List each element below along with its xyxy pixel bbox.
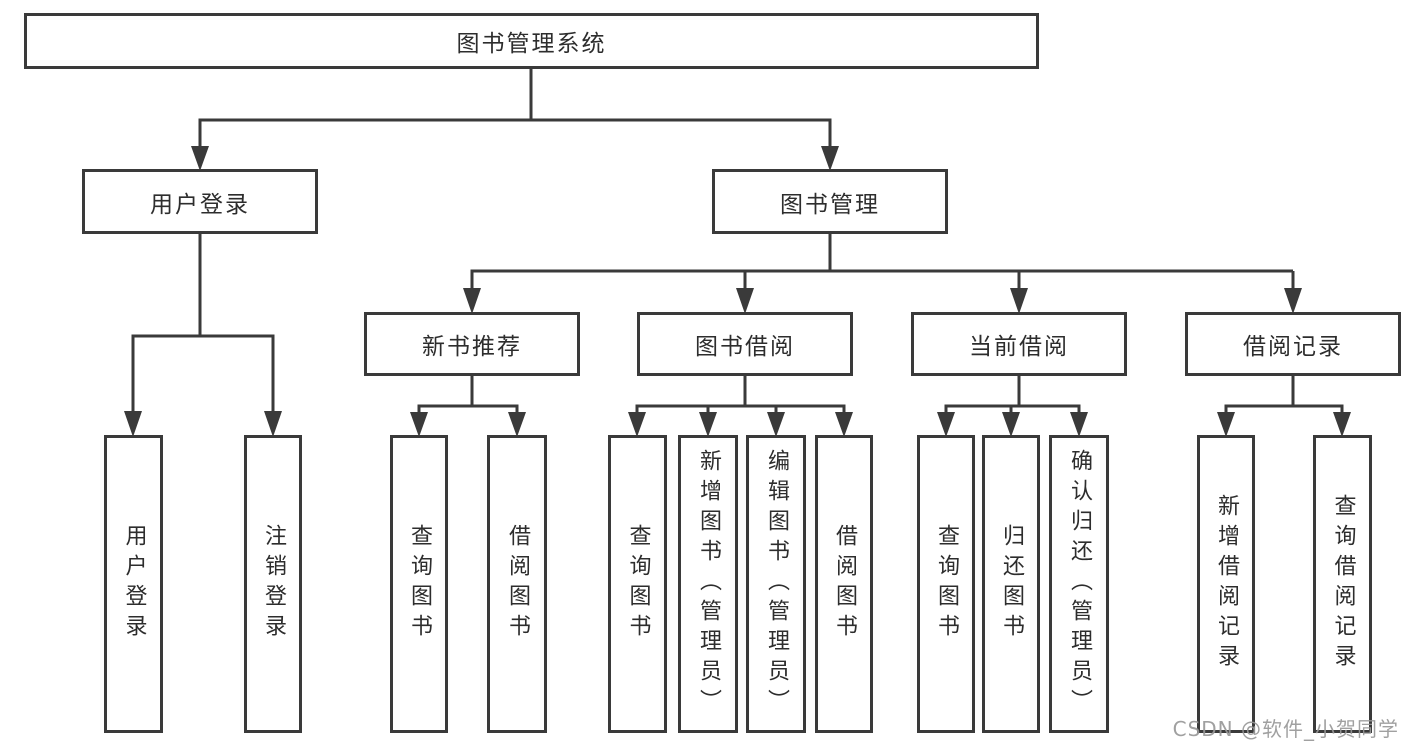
leaf-return-book: 归还图书: [982, 435, 1040, 733]
leaf-edit-book-admin-label: 编辑图书（管理员）: [764, 449, 789, 719]
leaf-return-book-label: 归还图书: [999, 524, 1024, 644]
leaf-borrow-books-borrowing: 借阅图书: [815, 435, 873, 733]
node-borrowing-records: 借阅记录: [1185, 312, 1401, 376]
leaf-query-books-borrowing-label: 查询图书: [625, 524, 651, 644]
leaf-confirm-return-admin: 确认归还（管理员）: [1049, 435, 1109, 733]
node-current-borrowing-label: 当前借阅: [969, 334, 1069, 360]
node-new-book-recommend: 新书推荐: [364, 312, 580, 376]
leaf-add-book-admin: 新增图书（管理员）: [678, 435, 738, 733]
node-library-system-label: 图书管理系统: [456, 31, 607, 57]
leaf-add-borrow-record: 新增借阅记录: [1197, 435, 1255, 733]
node-book-management: 图书管理: [712, 169, 948, 234]
leaf-query-books-current: 查询图书: [917, 435, 975, 733]
node-book-management-label: 图书管理: [780, 191, 880, 218]
node-user-login: 用户登录: [82, 169, 318, 234]
leaf-logout: 注销登录: [244, 435, 302, 733]
node-new-book-recommend-label: 新书推荐: [422, 334, 522, 360]
leaf-logout-label: 注销登录: [261, 524, 286, 644]
csdn-watermark: CSDN @软件_小贺同学: [1172, 717, 1399, 741]
leaf-borrow-books-recommend-label: 借阅图书: [505, 524, 530, 644]
leaf-query-books-recommend-label: 查询图书: [407, 524, 432, 644]
node-current-borrowing: 当前借阅: [911, 312, 1127, 376]
leaf-confirm-return-admin-label: 确认归还（管理员）: [1067, 449, 1092, 719]
leaf-borrow-books-borrowing-label: 借阅图书: [832, 524, 857, 644]
leaf-query-borrow-record: 查询借阅记录: [1313, 435, 1372, 733]
node-book-borrowing-label: 图书借阅: [695, 334, 795, 360]
leaf-add-book-admin-label: 新增图书（管理员）: [696, 449, 721, 719]
leaf-query-books-recommend: 查询图书: [390, 435, 448, 733]
leaf-query-books-current-label: 查询图书: [934, 524, 959, 644]
leaf-user-login-label: 用户登录: [121, 524, 147, 644]
leaf-edit-book-admin: 编辑图书（管理员）: [746, 435, 806, 733]
node-borrowing-records-label: 借阅记录: [1243, 334, 1343, 360]
node-library-system: 图书管理系统: [24, 13, 1039, 69]
leaf-query-books-borrowing: 查询图书: [608, 435, 667, 733]
leaf-borrow-books-recommend: 借阅图书: [487, 435, 547, 733]
leaf-user-login: 用户登录: [104, 435, 163, 733]
node-user-login-label: 用户登录: [150, 191, 250, 218]
leaf-query-borrow-record-label: 查询借阅记录: [1330, 494, 1356, 674]
leaf-add-borrow-record-label: 新增借阅记录: [1214, 494, 1239, 674]
node-book-borrowing: 图书借阅: [637, 312, 853, 376]
